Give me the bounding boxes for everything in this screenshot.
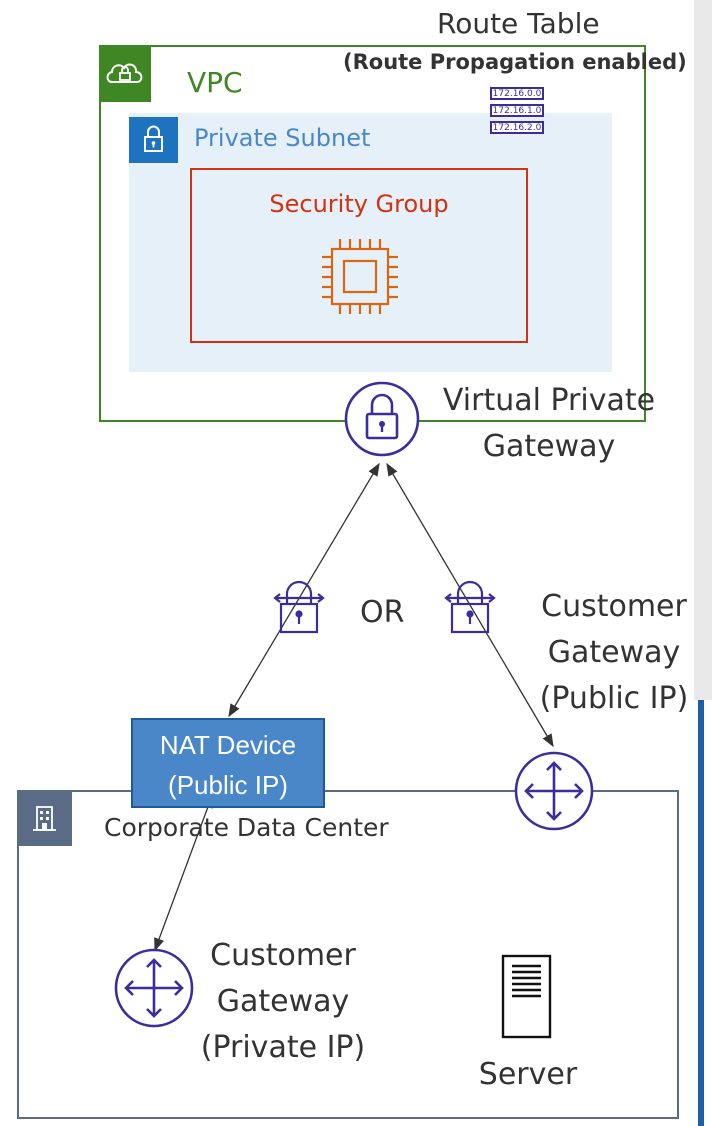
server-label: Server xyxy=(478,1057,578,1092)
security-group-label: Security Group xyxy=(269,190,449,218)
cgw-private-label-line1: Customer xyxy=(210,938,356,973)
nat-label-line1: NAT Device xyxy=(159,730,297,760)
vpn-connection-icon xyxy=(444,580,496,634)
datacenter-badge xyxy=(17,790,72,846)
watermark-strip xyxy=(694,0,712,700)
cgw-public-label: Customer Gateway (Public IP) xyxy=(532,584,696,722)
route-table-row: 172.16.2.0 xyxy=(490,121,544,134)
cgw-private-label-line3: (Private IP) xyxy=(200,1030,366,1065)
nat-label-line2: (Public IP) xyxy=(168,770,288,800)
route-table-subtitle: (Route Propagation enabled) xyxy=(343,50,687,74)
router-icon xyxy=(114,948,194,1028)
building-icon xyxy=(33,806,56,831)
route-table-row: 172.16.0.0 xyxy=(490,87,544,100)
watermark-bar xyxy=(698,700,704,1126)
nat-to-cgw-private-link xyxy=(154,794,213,952)
vpc-badge xyxy=(99,45,151,102)
cloud-lock-icon xyxy=(106,63,143,83)
subnet-badge xyxy=(129,117,178,163)
route-table-title: Route Table xyxy=(437,7,600,40)
vpn-link-nat xyxy=(228,462,380,718)
vgw-label: Virtual Private Gateway xyxy=(434,378,664,470)
cgw-private-label-line2: Gateway xyxy=(216,984,350,1019)
vgw-label-line1: Virtual Private xyxy=(442,383,656,418)
vgw-label-line2: Gateway xyxy=(482,429,616,464)
padlock-icon xyxy=(144,125,163,152)
or-label: OR xyxy=(360,595,405,630)
cgw-private-label: Customer Gateway (Private IP) xyxy=(192,933,374,1071)
router-icon xyxy=(514,751,594,831)
chip-icon xyxy=(322,239,398,314)
route-table-row: 172.16.1.0 xyxy=(490,104,544,117)
server-icon xyxy=(501,954,552,1039)
nat-device: NAT Device (Public IP) xyxy=(131,718,325,808)
corporate-data-center xyxy=(17,790,679,1119)
vpn-gateway-icon xyxy=(344,381,420,457)
cgw-public-label-line3: (Public IP) xyxy=(539,681,689,716)
cgw-public-label-line2: Gateway xyxy=(547,635,681,670)
vpn-connection-icon xyxy=(273,580,325,634)
cgw-public-label-line1: Customer xyxy=(541,589,687,624)
subnet-label: Private Subnet xyxy=(194,124,371,152)
datacenter-label: Corporate Data Center xyxy=(104,813,389,842)
security-group xyxy=(190,168,528,343)
vpc-label: VPC xyxy=(187,66,243,99)
